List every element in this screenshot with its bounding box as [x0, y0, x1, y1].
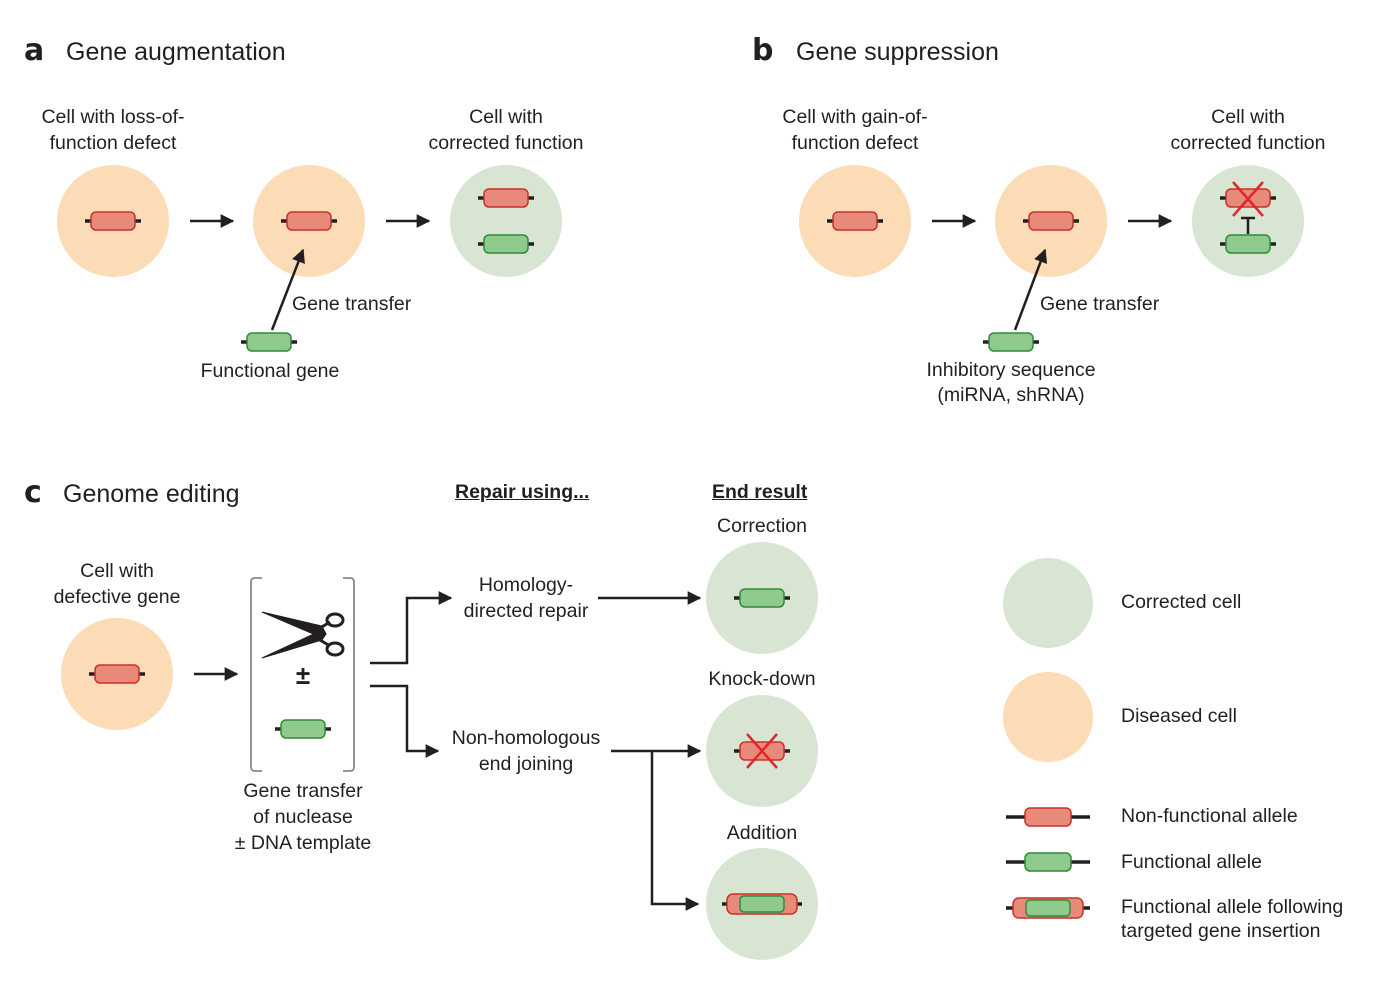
legend-corrected-cell-swatch	[1003, 558, 1093, 648]
nonfunctional-allele	[87, 663, 147, 685]
knocked-down-allele	[732, 733, 792, 769]
legend-inserted-allele-label: Functional allele following targeted gen…	[1121, 896, 1344, 942]
legend-functional-allele-swatch	[1006, 852, 1090, 872]
panel-a-end-label: Cell with corrected function	[428, 106, 584, 154]
panel-a-gene-label: Functional gene	[200, 360, 340, 382]
nonfunctional-allele	[83, 210, 143, 232]
legend	[1003, 558, 1093, 919]
nonfunctional-allele	[279, 210, 339, 232]
legend-diseased-cell-swatch	[1003, 672, 1093, 762]
inhibitory-sequence	[981, 331, 1041, 353]
legend-inserted-allele-swatch	[1006, 897, 1090, 919]
panel-b-transfer-label: Gene transfer	[1040, 293, 1160, 315]
gene-transfer-arrow	[270, 248, 305, 331]
nonfunctional-allele	[476, 187, 536, 209]
repair-header: Repair using...	[455, 481, 590, 503]
panel-c-start-label: Cell with defective gene	[53, 560, 181, 608]
legend-functional-allele-label: Functional allele	[1121, 851, 1262, 873]
nonfunctional-allele	[825, 210, 885, 232]
legend-diseased-cell-label: Diseased cell	[1121, 705, 1237, 727]
panel-a-title: Gene augmentation	[66, 38, 286, 66]
panel-a-diagram	[57, 165, 562, 353]
result-header: End result	[712, 481, 808, 503]
panel-c-letter: c	[24, 475, 42, 510]
panel-b-end-label: Cell with corrected function	[1170, 106, 1326, 154]
panel-b-start-label: Cell with gain-of- function defect	[782, 106, 928, 154]
functional-allele	[1218, 233, 1278, 255]
addition-label: Addition	[726, 822, 798, 844]
panel-a-start-label: Cell with loss-of- function defect	[41, 106, 185, 154]
right-bracket	[343, 577, 355, 772]
panel-c-transfer-label: Gene transfer of nuclease ± DNA template	[234, 780, 372, 854]
legend-nonfunctional-allele-label: Non-functional allele	[1121, 805, 1298, 827]
nhej-label: Non-homologous end joining	[451, 727, 601, 775]
panel-a-letter: a	[24, 33, 45, 68]
nhej-branch-arrow	[370, 684, 440, 758]
functional-gene	[239, 331, 299, 353]
panel-c-title: Genome editing	[63, 480, 240, 508]
gene-transfer-arrow	[1013, 248, 1048, 331]
hdr-branch-arrow	[370, 591, 453, 665]
panel-b-letter: b	[752, 33, 774, 68]
scissors-icon	[261, 611, 345, 659]
panel-a-transfer-label: Gene transfer	[292, 293, 412, 315]
dna-template	[273, 718, 333, 740]
hdr-label: Homology- directed repair	[463, 574, 589, 622]
addition-arrow	[650, 751, 700, 911]
legend-nonfunctional-allele-swatch	[1006, 807, 1090, 827]
inserted-allele	[722, 893, 802, 915]
panel-b-gene-label: Inhibitory sequence (miRNA, shRNA)	[926, 359, 1096, 406]
panel-b-diagram	[799, 165, 1304, 353]
corrected-cell	[450, 165, 562, 277]
panel-c-diagram	[61, 542, 818, 960]
left-bracket	[250, 577, 262, 772]
functional-allele	[732, 587, 792, 609]
knockdown-label: Knock-down	[708, 668, 816, 690]
panel-b-title: Gene suppression	[796, 38, 999, 66]
nonfunctional-allele	[1021, 210, 1081, 232]
legend-corrected-cell-label: Corrected cell	[1121, 591, 1242, 613]
suppressed-allele	[1218, 181, 1278, 217]
plus-minus-symbol: ±	[295, 660, 311, 690]
correction-label: Correction	[717, 515, 807, 537]
functional-allele	[476, 233, 536, 255]
inhibition-bar	[1241, 216, 1255, 234]
